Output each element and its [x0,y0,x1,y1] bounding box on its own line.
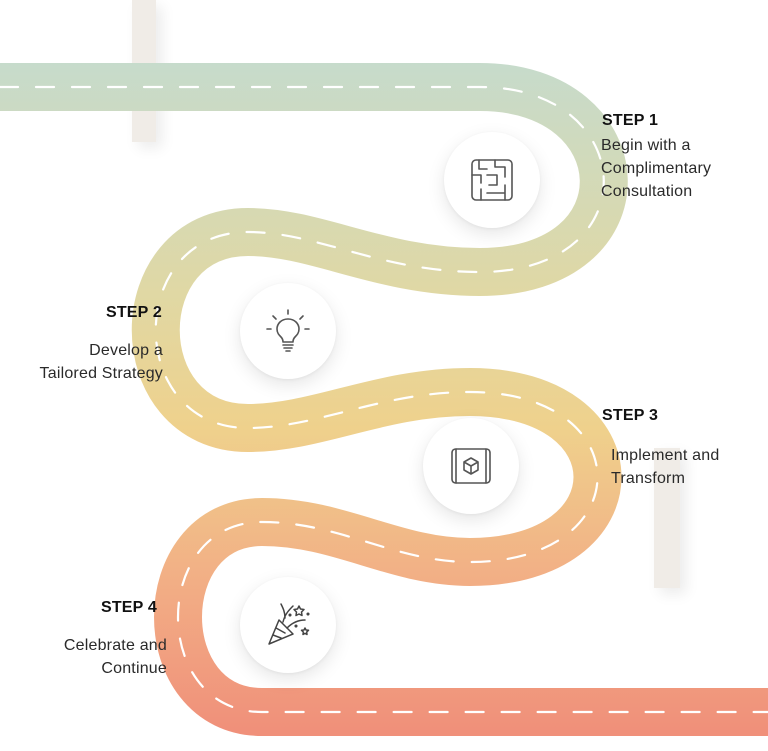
step-4-title: STEP 4 [100,599,157,616]
step-2-desc-line-2: Tailored Strategy [39,365,163,382]
step-1-title: STEP 1 [602,112,659,129]
party-popper-icon [268,603,310,645]
step-2-icon-circle [240,283,336,379]
step-3-title: STEP 3 [602,407,659,424]
maze-icon [471,159,513,201]
road-center-dashes [0,85,768,714]
step-1-desc-line-3: Consultation [601,183,693,200]
step-4-desc-line-1: Celebrate and [63,637,167,654]
step-2-title: STEP 2 [105,304,162,321]
lightbulb-icon [266,309,310,352]
step-3-desc-line-2: Transform [611,470,686,487]
step-1-desc-line-1: Begin with a [601,137,691,154]
step-4-desc-line-2: Continue [101,660,167,677]
blueprint-icon [451,448,491,484]
step-3-icon-circle [423,418,519,514]
step-1-icon-circle [444,132,540,228]
step-4-description: Celebrate and Continue [64,634,167,680]
step-2-description: Develop a Tailored Strategy [40,339,163,385]
step-3-desc-line-1: Implement and [611,447,720,464]
step-4-icon-circle [240,577,336,673]
decorative-post-right [654,448,680,588]
step-2-desc-line-1: Develop a [89,342,163,359]
step-1-desc-line-2: Complimentary [601,160,712,177]
step-1-description: Begin with a Complimentary Consultation [601,134,711,203]
step-3-description: Implement and Transform [611,444,719,490]
